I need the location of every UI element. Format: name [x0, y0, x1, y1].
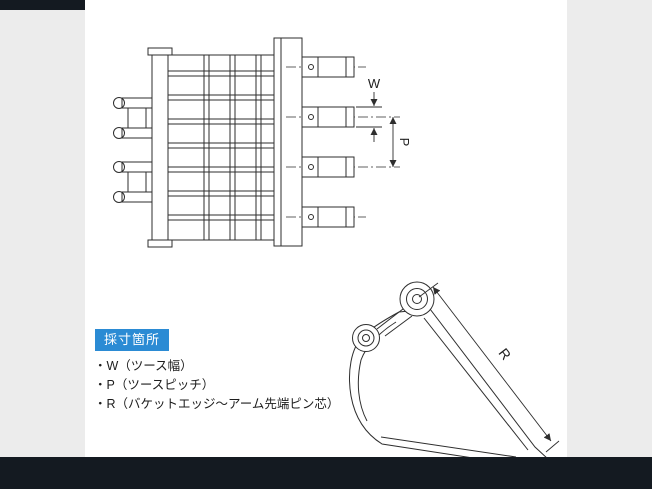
arm-pin-boss: [399, 281, 435, 317]
legend-item-r: ・R（バケットエッジ～アーム先端ピン芯）: [94, 397, 340, 411]
skeleton-grid: [167, 54, 275, 241]
measurement-points-badge: 採寸箇所: [95, 329, 169, 351]
bucket-tooth: [301, 106, 355, 128]
legend-item-p: ・P（ツースピッチ）: [94, 378, 215, 392]
dimension-w: W: [356, 76, 382, 142]
mount-bracket-bottom: [113, 161, 153, 203]
bucket-tooth: [301, 56, 355, 78]
dimension-p: P: [389, 117, 412, 167]
dimension-p-label: P: [397, 138, 412, 147]
link-pin-boss: [352, 324, 380, 352]
footer-bar: [0, 457, 652, 489]
bucket-tooth: [301, 206, 355, 228]
bucket-side-view: [349, 281, 550, 465]
legend: ・W（ツース幅） ・P（ツースピッチ） ・R（バケットエッジ～アーム先端ピン芯）: [94, 357, 339, 414]
bucket-body-outline: [349, 308, 550, 465]
edge-plate: [273, 37, 303, 247]
teeth-centerlines: [286, 66, 400, 218]
dimension-r: R: [418, 282, 560, 453]
top-dark-strip: [0, 0, 85, 10]
dimension-r-label: R: [496, 345, 515, 363]
mount-bracket-top: [113, 97, 153, 139]
bucket-tooth: [301, 156, 355, 178]
skeleton-bucket-top-view: [113, 37, 400, 248]
legend-item-w: ・W（ツース幅）: [94, 359, 193, 373]
dimension-w-label: W: [368, 76, 381, 91]
